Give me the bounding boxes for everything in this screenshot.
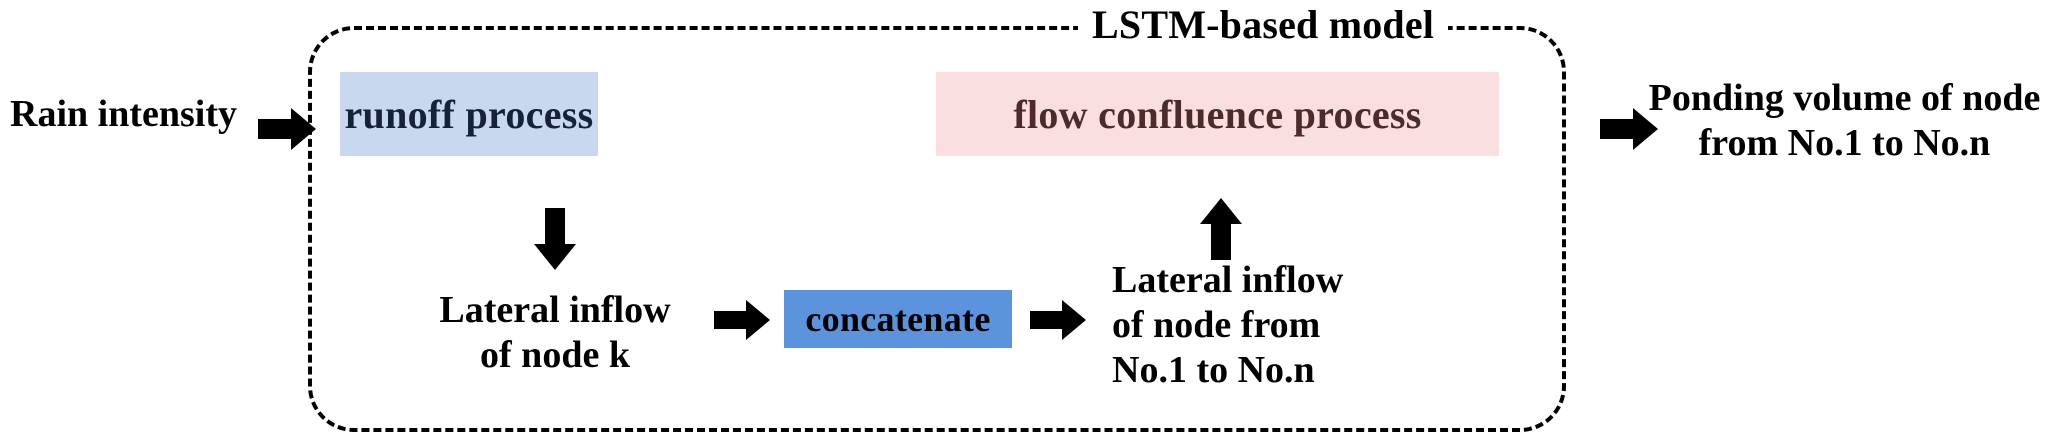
arrow-right-icon-rain-to-model xyxy=(258,108,316,150)
arrow-up-icon-lateral-n-to-confluence xyxy=(1200,198,1242,260)
runoff-process-box: runoff process xyxy=(340,72,598,156)
arrow-right-icon-lateral-to-concat xyxy=(714,300,770,340)
arrow-right-icon-model-to-output xyxy=(1600,108,1658,150)
lateral-inflow-node-k-label: Lateral inflow of node k xyxy=(439,289,671,376)
arrow-right-icon-concat-to-lateral-n xyxy=(1030,300,1086,340)
concatenate-box: concatenate xyxy=(784,290,1012,348)
flow-confluence-process-box: flow confluence process xyxy=(936,72,1499,156)
frame-title-lstm-based-model: LSTM-based model xyxy=(1078,0,1449,52)
arrow-down-icon-runoff-to-lateral xyxy=(534,208,576,270)
output-label-ponding-volume: Ponding volume of node from No.1 to No.n xyxy=(1648,77,2041,164)
lstm-model-frame xyxy=(308,26,1566,432)
lateral-inflow-node-1-to-n-label: Lateral inflow of node from No.1 to No.n xyxy=(1112,259,1344,391)
input-label-rain-intensity: Rain intensity xyxy=(10,93,237,135)
